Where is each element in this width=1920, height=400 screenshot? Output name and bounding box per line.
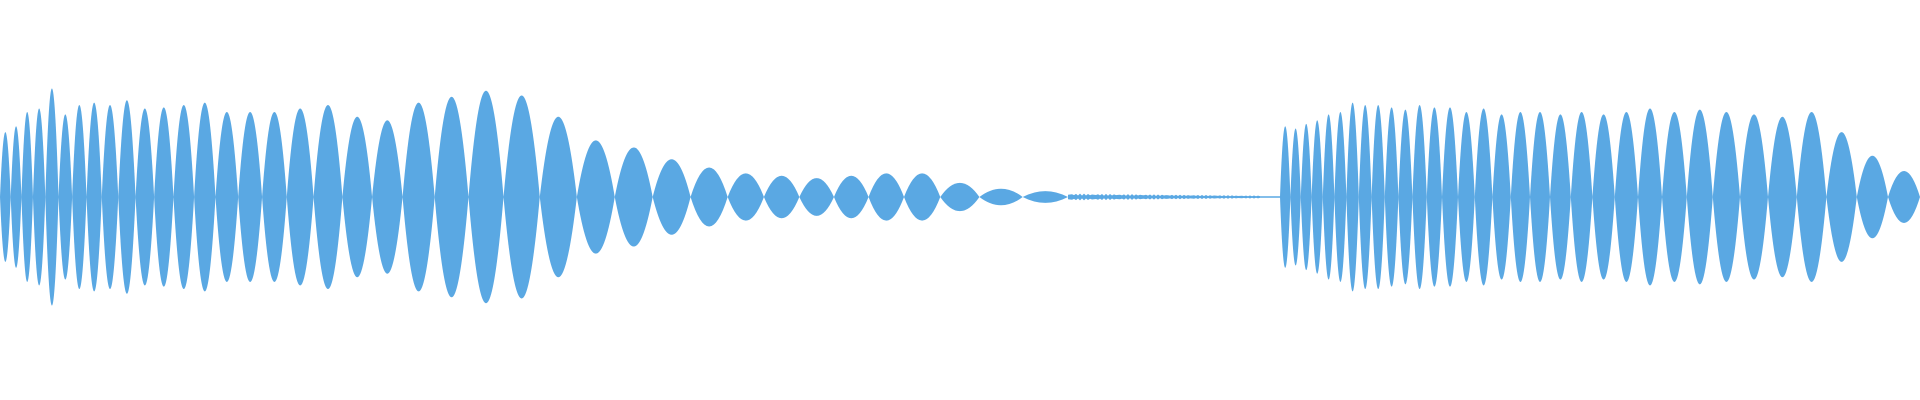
waveform-pulse [86,102,102,292]
waveform-pulse [1458,112,1475,282]
waveform-pulse [1550,114,1571,280]
waveform-pulse [1662,112,1687,282]
waveform-pulse [727,173,764,221]
waveform-pulse [1530,112,1550,282]
waveform-pulse [262,112,287,282]
waveform-pulse [1290,128,1301,266]
waveform-pulse [342,116,373,278]
waveform-pulse [1638,108,1662,286]
waveform-pulse [72,104,87,290]
waveform-pulse [1300,123,1312,271]
waveform-pulse [468,90,504,304]
waveform-pulse [763,175,800,219]
waveform-pulse [1398,109,1413,285]
waveform-pulse [799,178,834,216]
waveform-pulse [402,102,435,292]
waveform-pulse [1311,120,1323,274]
waveform-pulse [503,95,540,299]
waveform-pulse [215,112,239,282]
waveform-pulse [313,104,343,290]
waveform-noise-tail [1068,193,1260,201]
waveform-pulse [1474,108,1493,286]
waveform-pulse [1358,104,1372,290]
waveform-pulse [576,140,615,254]
waveform-pulse [173,104,195,290]
waveform-pulse [32,108,46,286]
waveform-pulse [154,107,174,287]
waveform-pulse [539,116,577,278]
waveform-pulse [1592,114,1615,280]
waveform-pulse [1280,126,1291,268]
waveform-pulse [1510,112,1530,282]
waveform-pulse [1442,107,1458,287]
waveform-pulse [1322,114,1335,280]
waveform-pulse [1426,107,1442,287]
waveform-pulse [21,112,33,282]
waveform-pulse [45,88,59,306]
waveform-pulse [833,175,869,219]
waveform-pulse [101,104,119,290]
waveform-pulse [1712,112,1740,282]
waveform-pulse [1740,114,1768,280]
waveform-pulse [1686,109,1713,285]
waveform-pulse [690,167,728,227]
waveform-pulse [1412,104,1427,290]
waveform-pulse [652,159,691,235]
waveform-pulse [1796,112,1827,282]
waveform-pulse [1492,114,1511,280]
waveform-pulse [1826,132,1857,262]
waveform-pulse [1888,171,1920,223]
waveform-pulse [1570,112,1593,282]
waveform-pulse [614,147,653,247]
waveform-pulse [1334,112,1347,282]
waveform-pulse [118,100,136,294]
waveform-pulse [1856,155,1888,239]
waveform-pulse [135,108,155,286]
waveform-pulse [1384,107,1399,287]
waveform-pulse [372,120,403,274]
waveform-pulse [1614,112,1638,282]
waveform-pulse [194,102,216,292]
waveform-pulse [58,114,73,280]
waveform-pulse [979,188,1023,206]
waveform-pulse [1022,191,1068,203]
waveform-pulse [868,173,905,221]
waveform-pulse [238,112,263,282]
waveform-pulse [940,182,980,212]
waveform-pulse [1371,104,1385,290]
waveform-pulse [10,126,22,268]
waveform-pulse [0,132,11,262]
waveform-pulse [434,96,469,298]
waveform-pulse [904,173,941,221]
waveform-pulse [1346,102,1359,292]
waveform-pulse [286,108,314,286]
waveform-pulse [1768,116,1797,278]
